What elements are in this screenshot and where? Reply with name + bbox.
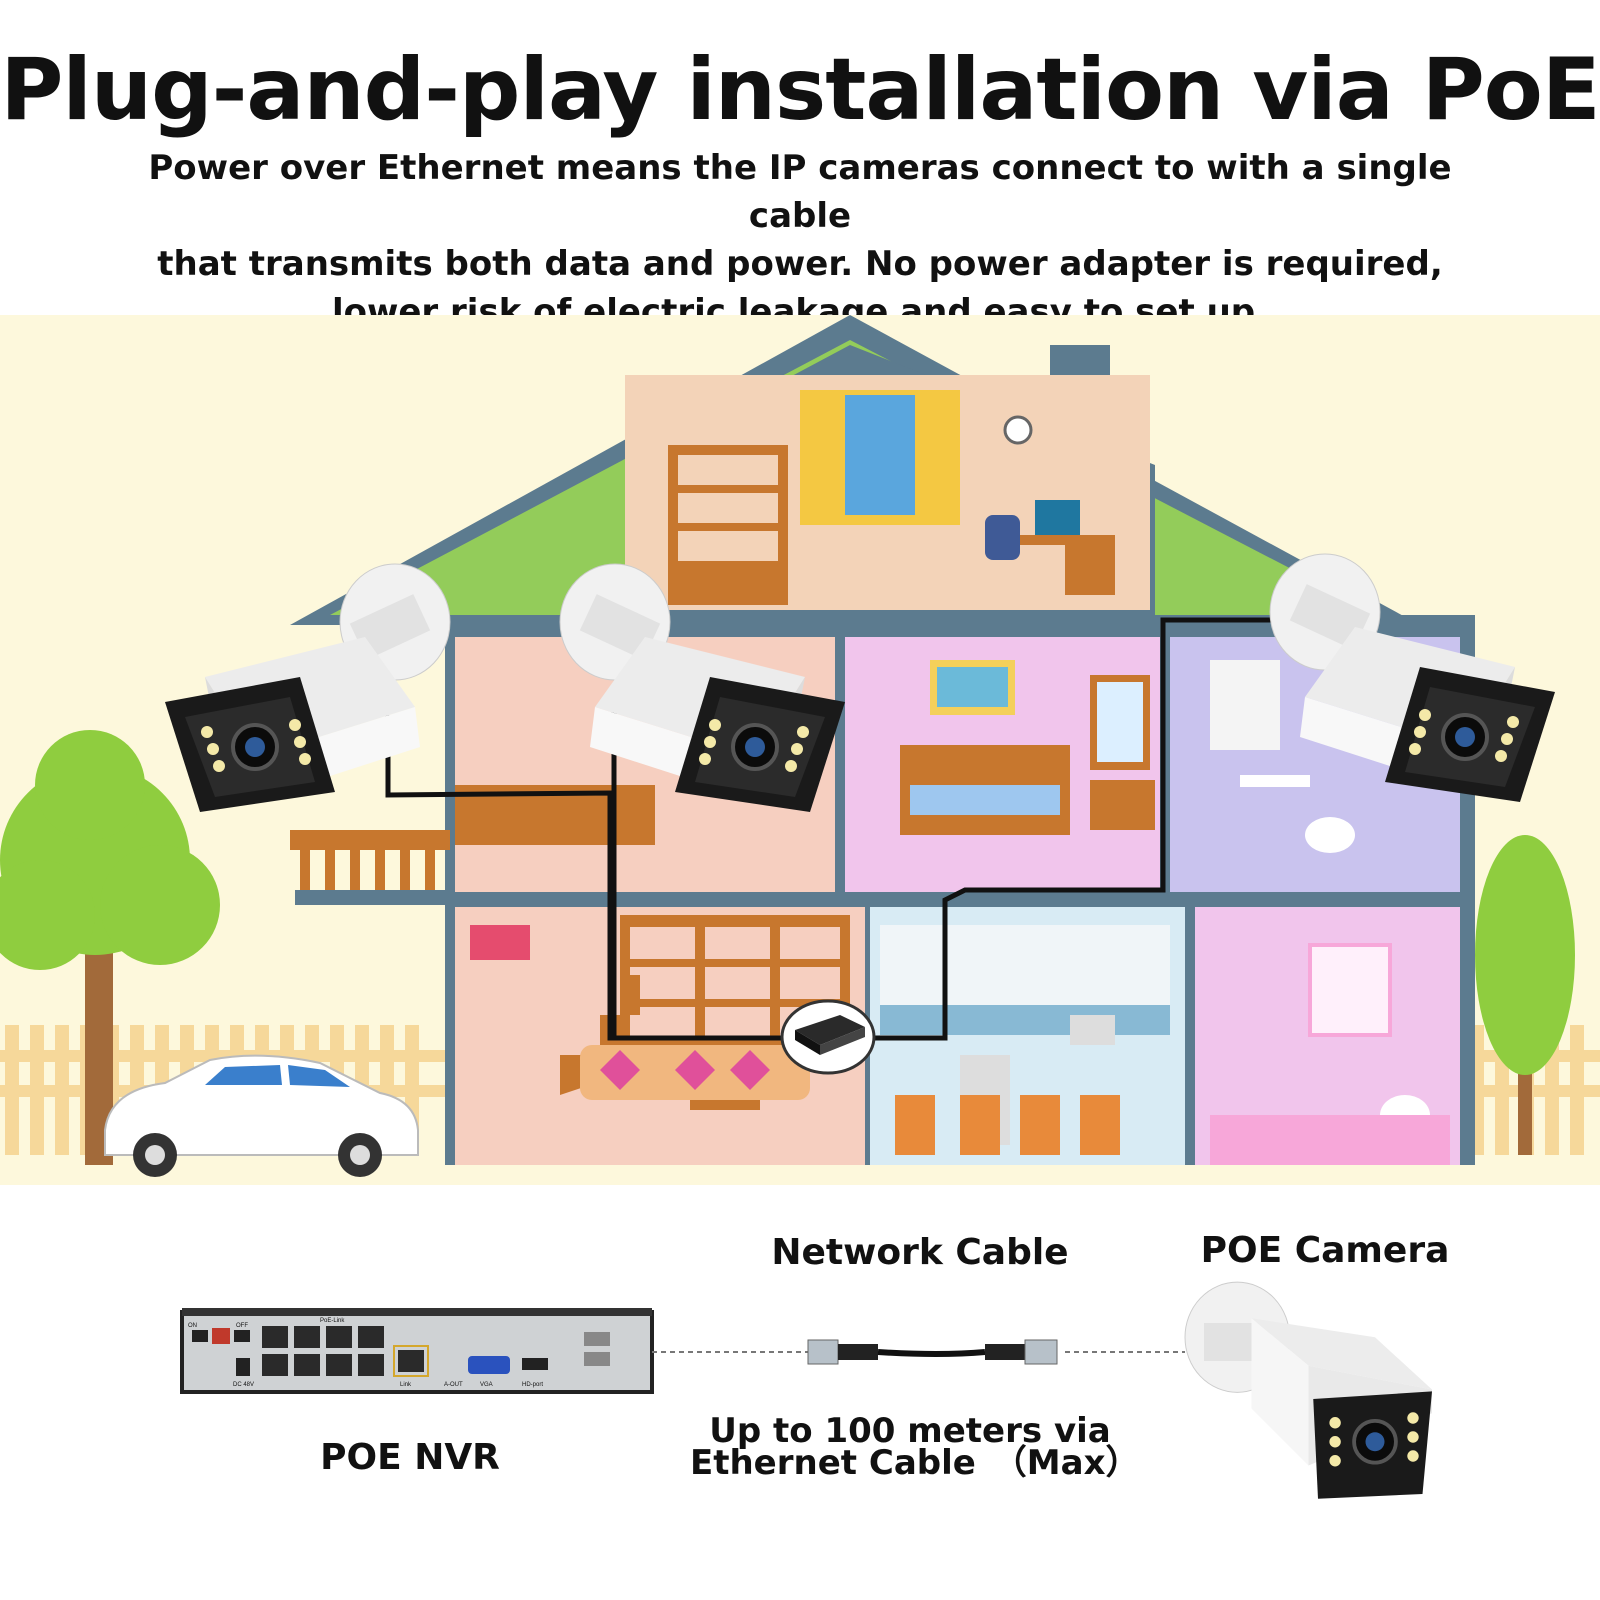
page-title: Plug-and-play installation via PoE: [0, 40, 1600, 140]
nvr-aout-text: A-OUT: [444, 1382, 463, 1388]
tree-left: [0, 730, 220, 1165]
subtitle-line-1: Power over Ethernet means the IP cameras…: [148, 148, 1452, 236]
house-nvr-icon: [780, 999, 876, 1075]
upper-floor-furniture: [455, 660, 1355, 853]
distance-note: Up to 100 meters via Ethernet Cable （Max…: [690, 1411, 1140, 1483]
poe-camera-label: POE Camera: [1200, 1230, 1450, 1271]
nvr-on-text: ON: [188, 1323, 197, 1329]
nvr-dc-text: DC 48V: [233, 1382, 254, 1388]
nvr-hdmi-text: HD-port: [522, 1382, 543, 1388]
nvr-link-text: Link: [400, 1382, 412, 1388]
network-cable-label: Network Cable: [771, 1232, 1069, 1273]
attic-furniture: [668, 390, 1115, 605]
nvr-device: PoE-Link ON OFF DC 48V Link A-OUT VGA HD…: [180, 1308, 654, 1394]
poe-camera-icon: [1184, 1281, 1432, 1499]
lower-floor-furniture: [470, 915, 1450, 1165]
subtitle-line-2: that transmits both data and power. No p…: [157, 244, 1443, 284]
car: [104, 1054, 419, 1177]
tree-right: [1475, 835, 1575, 1155]
network-cables: [385, 617, 1290, 1041]
nvr-vga-text: VGA: [480, 1382, 493, 1388]
nvr-poe-link-text: PoE-Link: [320, 1318, 345, 1324]
ethernet-cable-icon: [807, 1339, 1058, 1365]
poe-nvr-label: POE NVR: [320, 1437, 500, 1478]
page-subtitle: Power over Ethernet means the IP cameras…: [100, 144, 1500, 336]
house-scene: [0, 315, 1600, 1185]
distance-line-1: Up to 100 meters via: [709, 1411, 1111, 1451]
connection-diagram: PoE-Link ON OFF DC 48V Link A-OUT VGA HD…: [180, 1281, 1432, 1499]
distance-line-2: Ethernet Cable （Max）: [690, 1443, 1140, 1483]
nvr-off-text: OFF: [236, 1323, 248, 1329]
